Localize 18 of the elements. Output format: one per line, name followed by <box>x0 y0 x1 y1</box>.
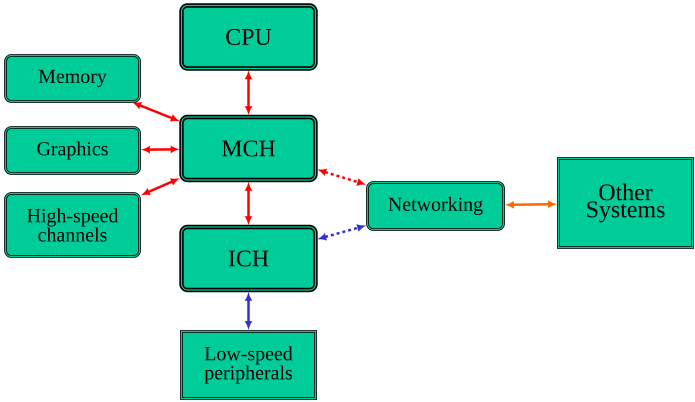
process-box: Networking <box>366 181 505 231</box>
arrow <box>319 224 364 240</box>
arrow <box>507 201 555 208</box>
process-box: CPU <box>179 3 318 71</box>
process-box: ICH <box>179 224 318 292</box>
arrow <box>245 294 252 328</box>
system-box: Other Systems <box>557 157 694 249</box>
arrow <box>319 168 364 186</box>
arrow <box>143 146 178 153</box>
process-box: Memory <box>4 54 141 103</box>
process-box: Graphics <box>4 126 141 175</box>
process-box: High-speed channels <box>4 192 141 258</box>
arrow <box>142 178 178 196</box>
arrow <box>245 72 252 113</box>
arrow <box>134 102 178 122</box>
process-box: MCH <box>179 114 318 182</box>
system-box: Low-speed peripherals <box>180 330 317 400</box>
arrow <box>245 184 252 223</box>
